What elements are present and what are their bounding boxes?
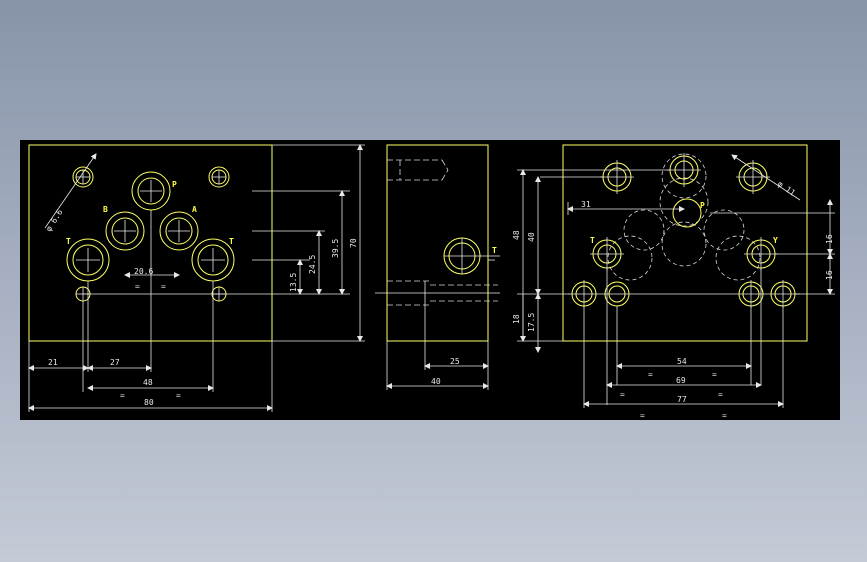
dim-17-5-v: 17.5 [527,313,536,332]
dim-16-bottom: 16 [825,270,834,280]
back-holes [571,155,796,307]
dim-69: 69 [676,376,686,385]
label-back-port-y: Y [773,236,778,245]
label-port-t-right: T [229,237,234,246]
back-view: T Y P [512,144,835,420]
dim-80: 80 [144,398,154,407]
side-hidden-bottom-mark [375,281,500,305]
front-view: P B A T T [28,144,365,412]
side-view: T 25 40 [375,144,500,390]
dim-20-6: 20.6 [134,267,153,276]
dim-eq-54-left: = [648,370,653,379]
label-port-t-left: T [66,237,71,246]
port-a-hole [159,211,199,251]
side-dimensions [386,259,495,390]
dim-24-5: 24.5 [308,255,317,274]
side-port-centerlines [444,238,500,274]
front-view-outline [28,144,273,342]
front-dimension-texts: φ 6.6 20.6 = = 70 39.5 24.5 13.5 21 27 4… [44,208,358,407]
side-dimension-texts: 25 40 [431,357,460,386]
side-hidden-top-bore [387,159,449,181]
dim-eq-69-left: = [620,390,625,399]
front-port-labels: P B A T T [66,180,234,246]
dim-eq-bottom-left: = [640,411,645,420]
dim-eq-right: = [176,391,181,400]
dim-eq-69-right: = [718,390,723,399]
dim-48-v: 48 [512,230,521,240]
dim-40: 40 [431,377,441,386]
back-port-labels: T Y P [590,201,778,245]
label-port-p: P [172,180,177,189]
dim-eq-small-1: = [135,282,140,291]
dim-31: 31 [581,200,591,209]
label-back-port-t: T [590,236,595,245]
label-side-port-t: T [492,246,497,255]
dim-13-5: 13.5 [289,273,298,292]
port-b-hole [105,211,145,251]
dim-25: 25 [450,357,460,366]
dim-54: 54 [677,357,687,366]
dim-18-v: 18 [512,314,521,324]
label-port-b: B [103,205,108,214]
back-dimensions [517,154,835,408]
dim-eq-54-right: = [712,370,717,379]
dim-16-top: 16 [825,234,834,244]
dim-21: 21 [48,358,58,367]
cad-drawing: P B A T T [28,144,835,420]
label-back-port-p: P [700,201,705,210]
dim-27: 27 [110,358,120,367]
back-port-p-hole [672,198,702,228]
dim-diameter-6-6: φ 6.6 [44,208,64,233]
dim-diameter-11: φ 11 [776,179,797,198]
front-holes [66,166,235,302]
dim-77: 77 [677,395,687,404]
dim-48: 48 [143,378,153,387]
dim-39-5: 39.5 [331,239,340,258]
front-dimensions [28,144,365,412]
back-view-outline [562,144,808,342]
side-hidden-bottom-bore [387,280,498,306]
label-port-a: A [192,205,197,214]
cad-drawing-panel: P B A T T [20,140,840,420]
dim-eq-bottom-right: = [722,411,727,420]
dim-eq-left: = [120,391,125,400]
side-view-outline [386,144,489,342]
dim-40-v: 40 [527,232,536,242]
dim-eq-small-2: = [161,282,166,291]
dim-70: 70 [349,238,358,248]
